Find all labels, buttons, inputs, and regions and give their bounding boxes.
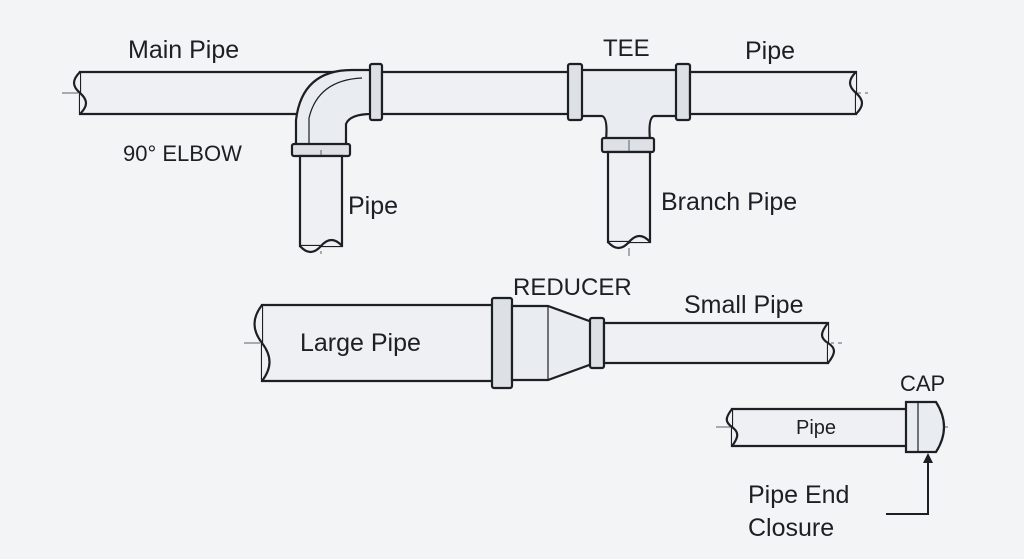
label-pipe-top-right: Pipe — [745, 37, 795, 65]
small-pipe — [602, 321, 836, 365]
label-large-pipe: Large Pipe — [300, 329, 421, 357]
label-pipe-with-cap: Pipe — [796, 417, 836, 439]
tee-band-bottom — [600, 136, 656, 154]
reducer-band-large — [490, 296, 514, 390]
reducer-fitting — [490, 296, 606, 390]
reducer-band-small — [588, 316, 606, 370]
pipe-right-of-tee — [688, 70, 864, 116]
cap-fitting — [904, 400, 946, 454]
label-pipe-end-closure-line2: Closure — [748, 514, 834, 542]
label-elbow: 90° ELBOW — [123, 141, 242, 166]
branch-pipe — [606, 140, 652, 256]
label-pipe-under-elbow: Pipe — [348, 192, 398, 220]
label-main-pipe: Main Pipe — [128, 36, 239, 64]
elbow-band-top — [368, 62, 384, 122]
label-reducer: REDUCER — [513, 274, 632, 301]
tee-band-right — [674, 62, 692, 122]
label-pipe-end-closure-line1: Pipe End — [748, 481, 849, 509]
main-pipe-middle — [380, 70, 572, 116]
label-tee: TEE — [603, 35, 650, 62]
main-pipe — [72, 70, 337, 116]
tee-fitting — [566, 62, 692, 154]
label-branch-pipe: Branch Pipe — [661, 188, 797, 216]
label-small-pipe: Small Pipe — [684, 291, 804, 319]
pipe-under-elbow — [298, 150, 344, 258]
closure-leader-arrow — [886, 453, 933, 515]
tee-band-left — [566, 62, 584, 122]
label-cap: CAP — [900, 371, 945, 396]
